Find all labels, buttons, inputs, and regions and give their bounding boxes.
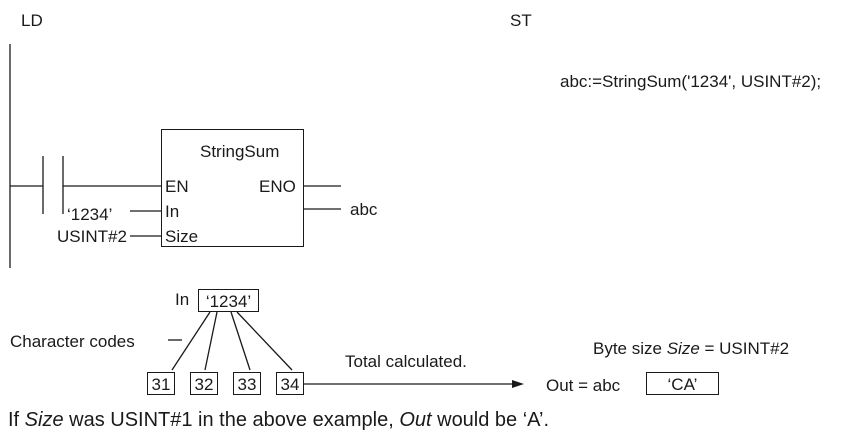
code-box: 33 xyxy=(233,372,261,395)
example-in-value: ‘1234’ xyxy=(198,289,259,312)
out-value-box: ‘CA’ xyxy=(646,372,719,395)
code-box: 32 xyxy=(190,372,218,395)
input-in-label: In xyxy=(165,202,180,221)
function-block xyxy=(161,129,304,247)
output-eno-label: ENO xyxy=(259,177,296,196)
code-box: 34 xyxy=(276,372,304,395)
byte-size-text: Byte size Size = USINT#2 xyxy=(593,339,790,358)
input-size-label: Size xyxy=(165,227,199,246)
character-codes-label: Character codes xyxy=(10,332,135,351)
function-block-name: StringSum xyxy=(200,142,280,161)
example-in-label: In xyxy=(175,290,190,309)
out-label: Out = abc xyxy=(546,376,621,395)
arrow-head xyxy=(512,380,524,388)
st-label: ST xyxy=(510,11,532,30)
ld-output-variable: abc xyxy=(350,200,378,219)
code-box: 31 xyxy=(147,372,175,395)
input-en-label: EN xyxy=(165,177,189,196)
footnote: If Size was USINT#1 in the above example… xyxy=(8,409,550,431)
ld-in-value: ‘1234’ xyxy=(67,205,113,224)
ld-size-value: USINT#2 xyxy=(57,227,127,246)
ld-label: LD xyxy=(21,11,43,30)
arrow-label: Total calculated. xyxy=(345,352,467,371)
st-code: abc:=StringSum('1234', USINT#2); xyxy=(560,72,822,91)
